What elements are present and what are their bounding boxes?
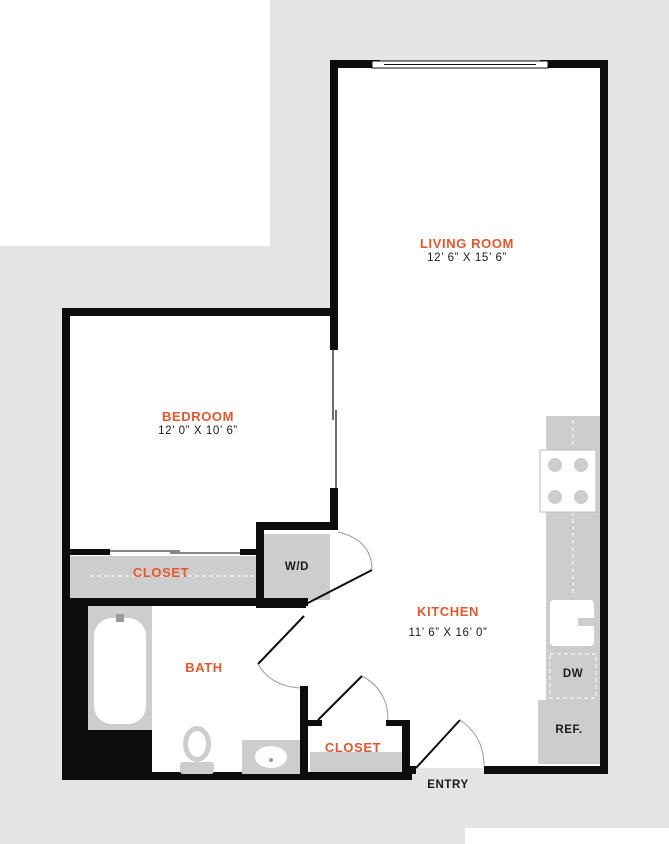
stove-icon — [539, 449, 597, 513]
kitchen-label: KITCHEN — [417, 604, 479, 619]
dishwasher-label: DW — [562, 668, 584, 680]
bathtub-icon — [88, 606, 152, 730]
door-swings — [257, 531, 485, 769]
wd-box — [264, 534, 330, 600]
bath-label: BATH — [185, 660, 223, 675]
dishwasher-box — [549, 653, 597, 699]
bedroom-closet-label: CLOSET — [132, 565, 190, 580]
bedroom-sliding-door — [332, 350, 337, 488]
exterior-notch-small — [465, 828, 669, 844]
refrigerator-box — [538, 700, 600, 764]
bedroom-label: BEDROOM — [161, 409, 235, 424]
entry-closet-shelf — [310, 752, 402, 772]
window — [371, 60, 549, 69]
living-room-dimensions: 12’ 6” X 15’ 6” — [427, 252, 507, 264]
washer-dryer-label: W/D — [284, 561, 310, 573]
closet-sliding-doors — [110, 550, 240, 554]
sink-icon — [550, 600, 594, 646]
living-room-label: LIVING ROOM — [420, 236, 514, 251]
kitchen-dimensions: 11’ 6” X 16’ 0” — [408, 627, 488, 639]
entry-label: ENTRY — [427, 779, 469, 791]
bedroom-closet-shelf — [68, 556, 258, 598]
entry-closet-label: CLOSET — [324, 740, 382, 755]
vanity-sink-icon — [242, 740, 300, 774]
walls — [62, 60, 608, 780]
exterior-notch — [0, 0, 270, 246]
counter-edges — [90, 420, 574, 596]
toilet-icon — [180, 726, 214, 774]
bedroom-dimensions: 12’ 0” X 10’ 6” — [158, 425, 238, 437]
refrigerator-label: REF. — [555, 724, 583, 736]
